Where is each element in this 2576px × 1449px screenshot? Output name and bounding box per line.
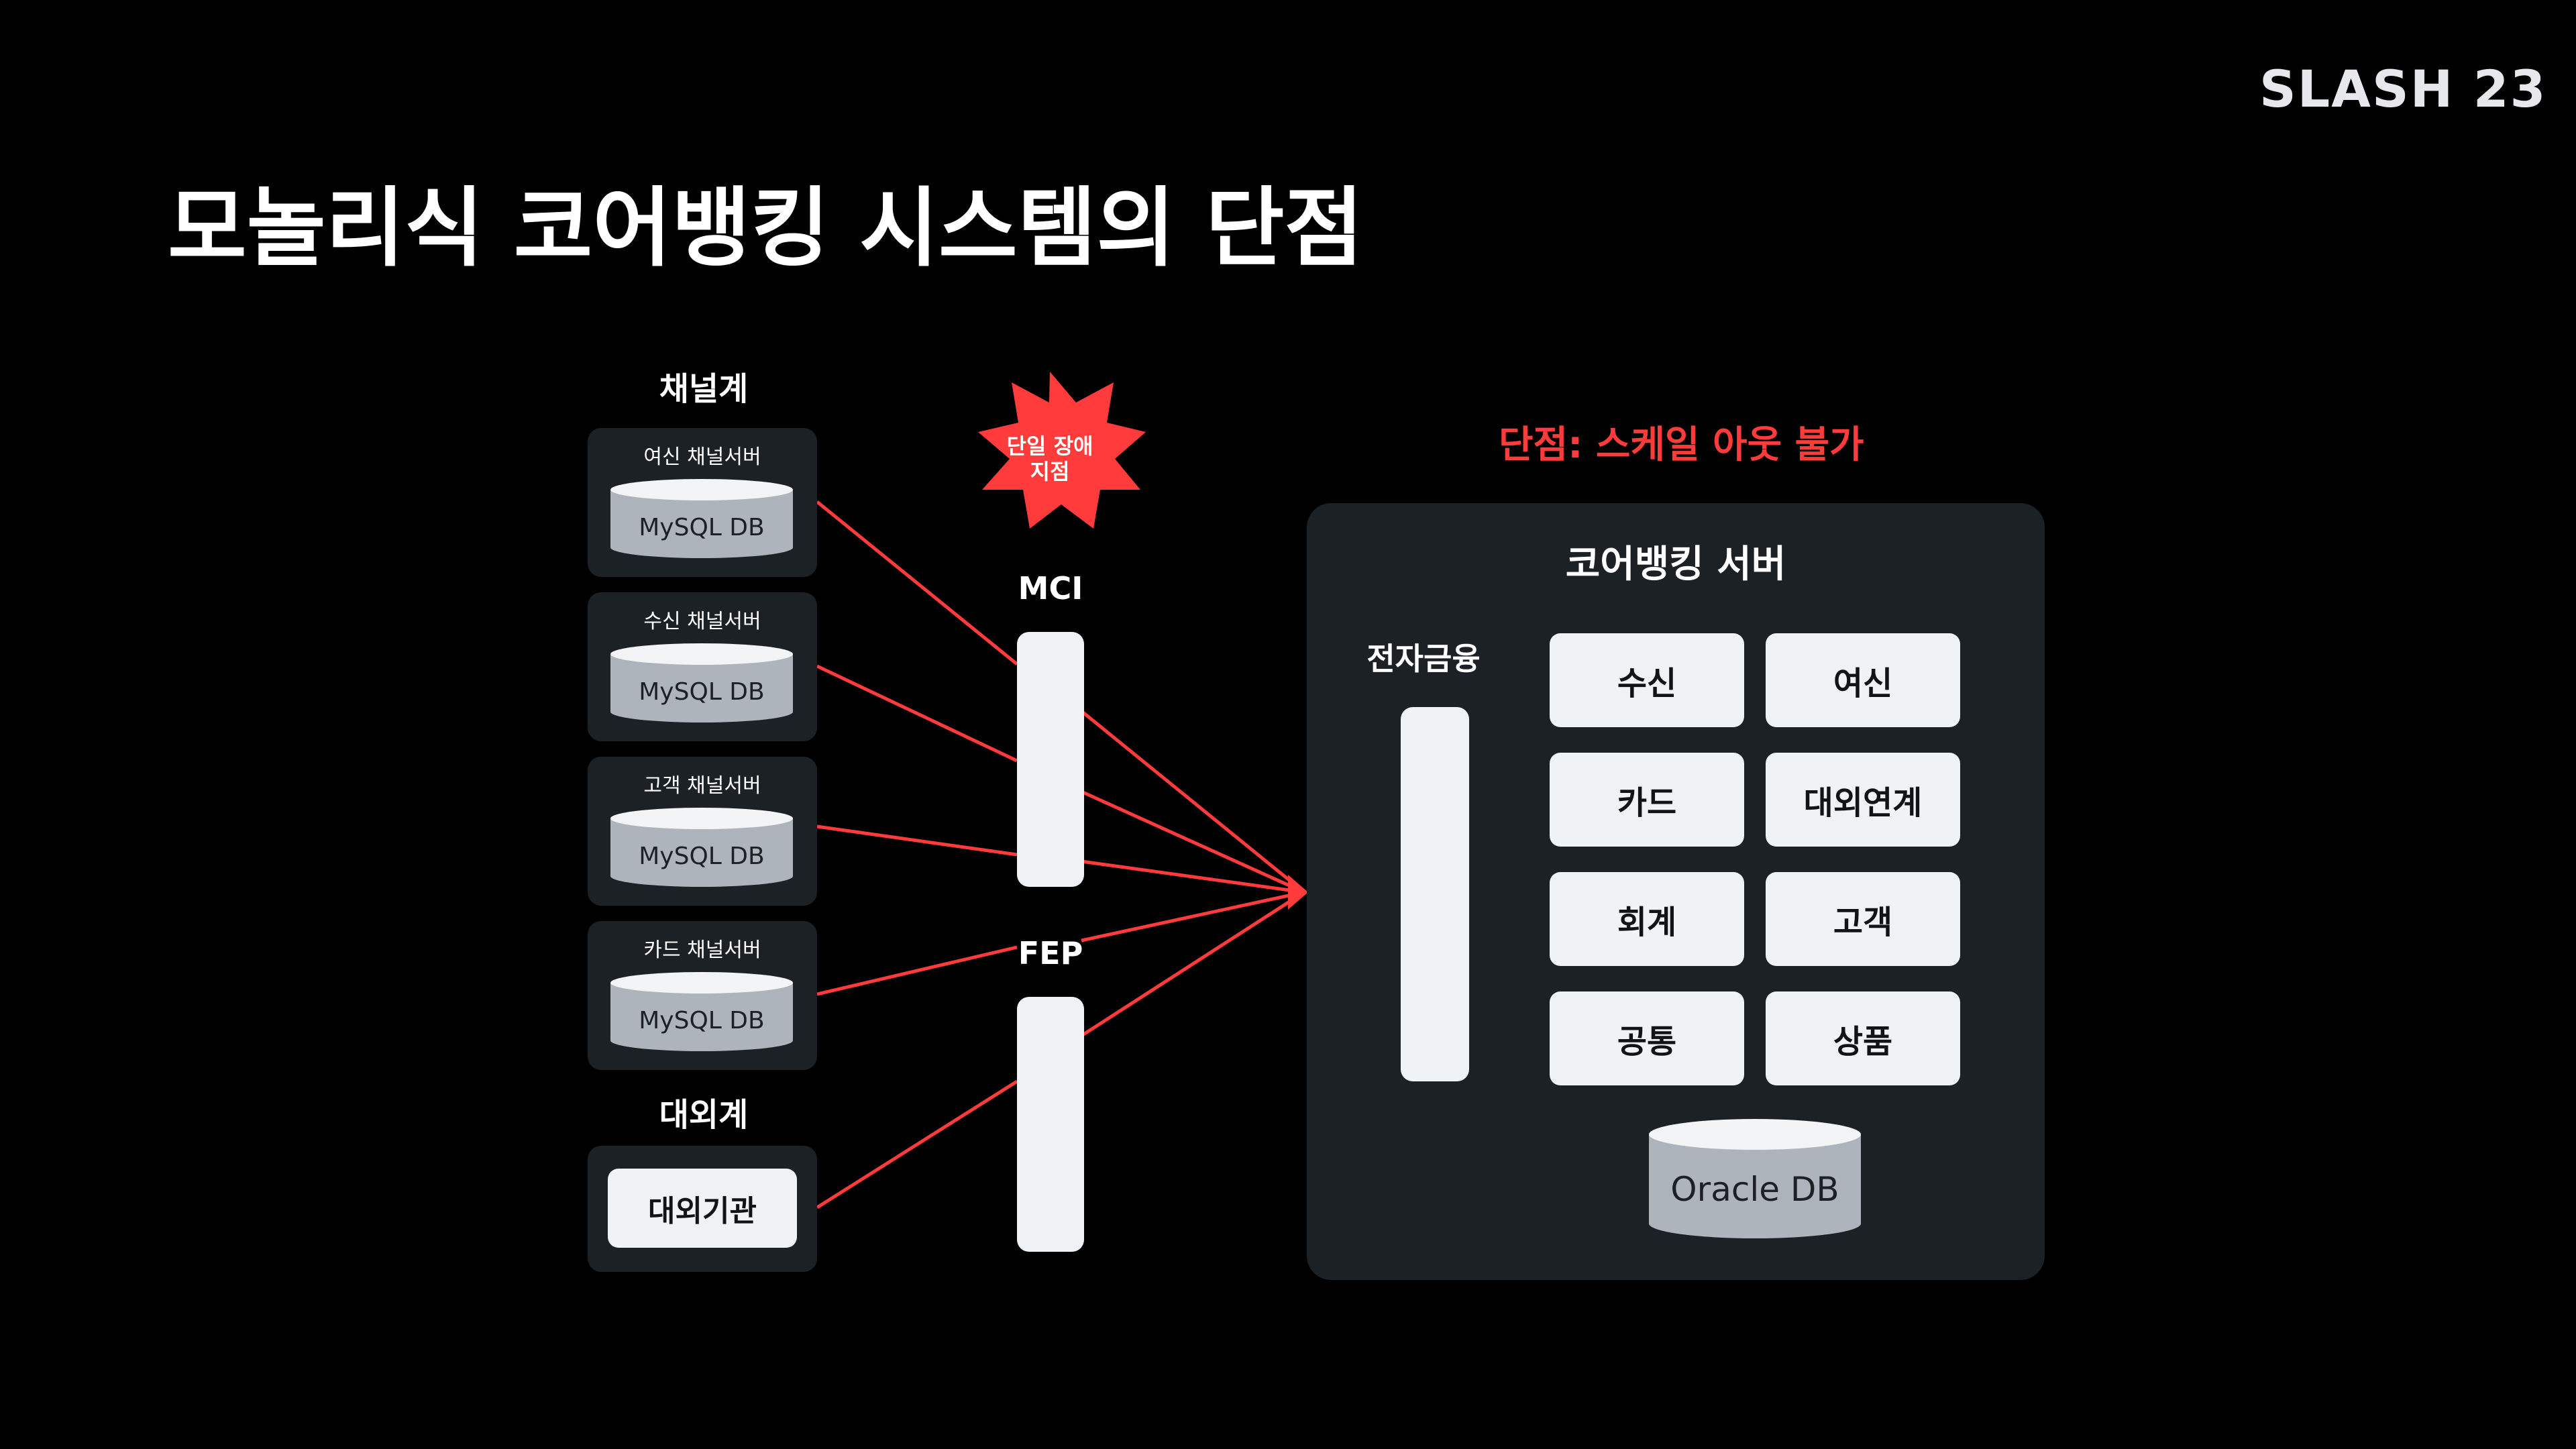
channel-server-card: 수신 채널서버 MySQL DB (588, 592, 817, 741)
line-mci-1 (1080, 710, 1305, 894)
channel-server-card: 여신 채널서버 MySQL DB (588, 428, 817, 577)
line-mci-2 (1080, 790, 1305, 894)
external-group-label: 대외계 (659, 1096, 749, 1134)
line-gogaek (816, 824, 1018, 857)
module-product: 상품 (1766, 991, 1960, 1085)
arrowhead-core (1288, 875, 1308, 910)
channel-server-name: 여신 채널서버 (643, 445, 761, 469)
mysql-db-cylinder: MySQL DB (610, 808, 793, 887)
module-external-link: 대외연계 (1766, 753, 1960, 847)
mci-label: MCI (1018, 570, 1083, 606)
mysql-db-cylinder: MySQL DB (610, 643, 793, 722)
oracle-db-cylinder: Oracle DB (1649, 1119, 1861, 1238)
external-card: 대외기관 (588, 1146, 817, 1272)
module-yeosin: 여신 (1766, 633, 1960, 727)
ebanking-label: 전자금융 (1366, 641, 1481, 677)
channel-group-label: 채널계 (659, 370, 749, 408)
slash23-logo: SLASH 23 (2259, 59, 2547, 119)
fep-bar (1017, 997, 1084, 1252)
module-card: 카드 (1550, 753, 1744, 847)
line-susin (816, 664, 1018, 763)
spof-label-line2: 지점 (1030, 459, 1070, 484)
module-accounting: 회계 (1550, 872, 1744, 966)
channel-server-card: 카드 채널서버 MySQL DB (588, 921, 817, 1070)
ebanking-bar (1401, 707, 1469, 1081)
page-title: 모놀리식 코어뱅킹 시스템의 단점 (168, 178, 1364, 278)
mysql-db-cylinder: MySQL DB (610, 479, 793, 558)
channel-server-name: 카드 채널서버 (643, 938, 761, 962)
channel-server-name: 수신 채널서버 (643, 610, 761, 633)
core-title: 코어뱅킹 서버 (1565, 543, 1786, 586)
line-fep-2 (1080, 890, 1305, 1038)
line-external (816, 1079, 1018, 1210)
spof-label: 단일 장애 지점 (993, 433, 1107, 484)
db-label: MySQL DB (639, 514, 765, 541)
drawback-text: 단점: 스케일 아웃 불가 (1499, 423, 1864, 467)
core-banking-panel: 코어뱅킹 서버 전자금융 수신 여신 카드 대외연계 회계 고객 공통 상품 O… (1307, 503, 2045, 1280)
line-mci-3 (1081, 859, 1305, 894)
mci-bar (1017, 632, 1084, 887)
module-customer: 고객 (1766, 872, 1960, 966)
spof-label-line1: 단일 장애 (1006, 433, 1093, 459)
spof-star (978, 372, 1146, 529)
external-institution: 대외기관 (608, 1169, 797, 1248)
db-label: MySQL DB (639, 678, 765, 706)
mysql-db-cylinder: MySQL DB (610, 972, 793, 1051)
db-label: MySQL DB (639, 1007, 765, 1034)
channel-server-name: 고객 채널서버 (643, 774, 761, 798)
channel-server-card: 고객 채널서버 MySQL DB (588, 757, 817, 906)
line-fep-1 (1081, 890, 1305, 943)
oracle-db-label: Oracle DB (1670, 1170, 1839, 1209)
fep-label: FEP (1018, 935, 1083, 971)
line-card (816, 945, 1018, 996)
module-common: 공통 (1550, 991, 1744, 1085)
db-label: MySQL DB (639, 843, 765, 870)
line-yeosin (816, 500, 1018, 665)
module-susin: 수신 (1550, 633, 1744, 727)
